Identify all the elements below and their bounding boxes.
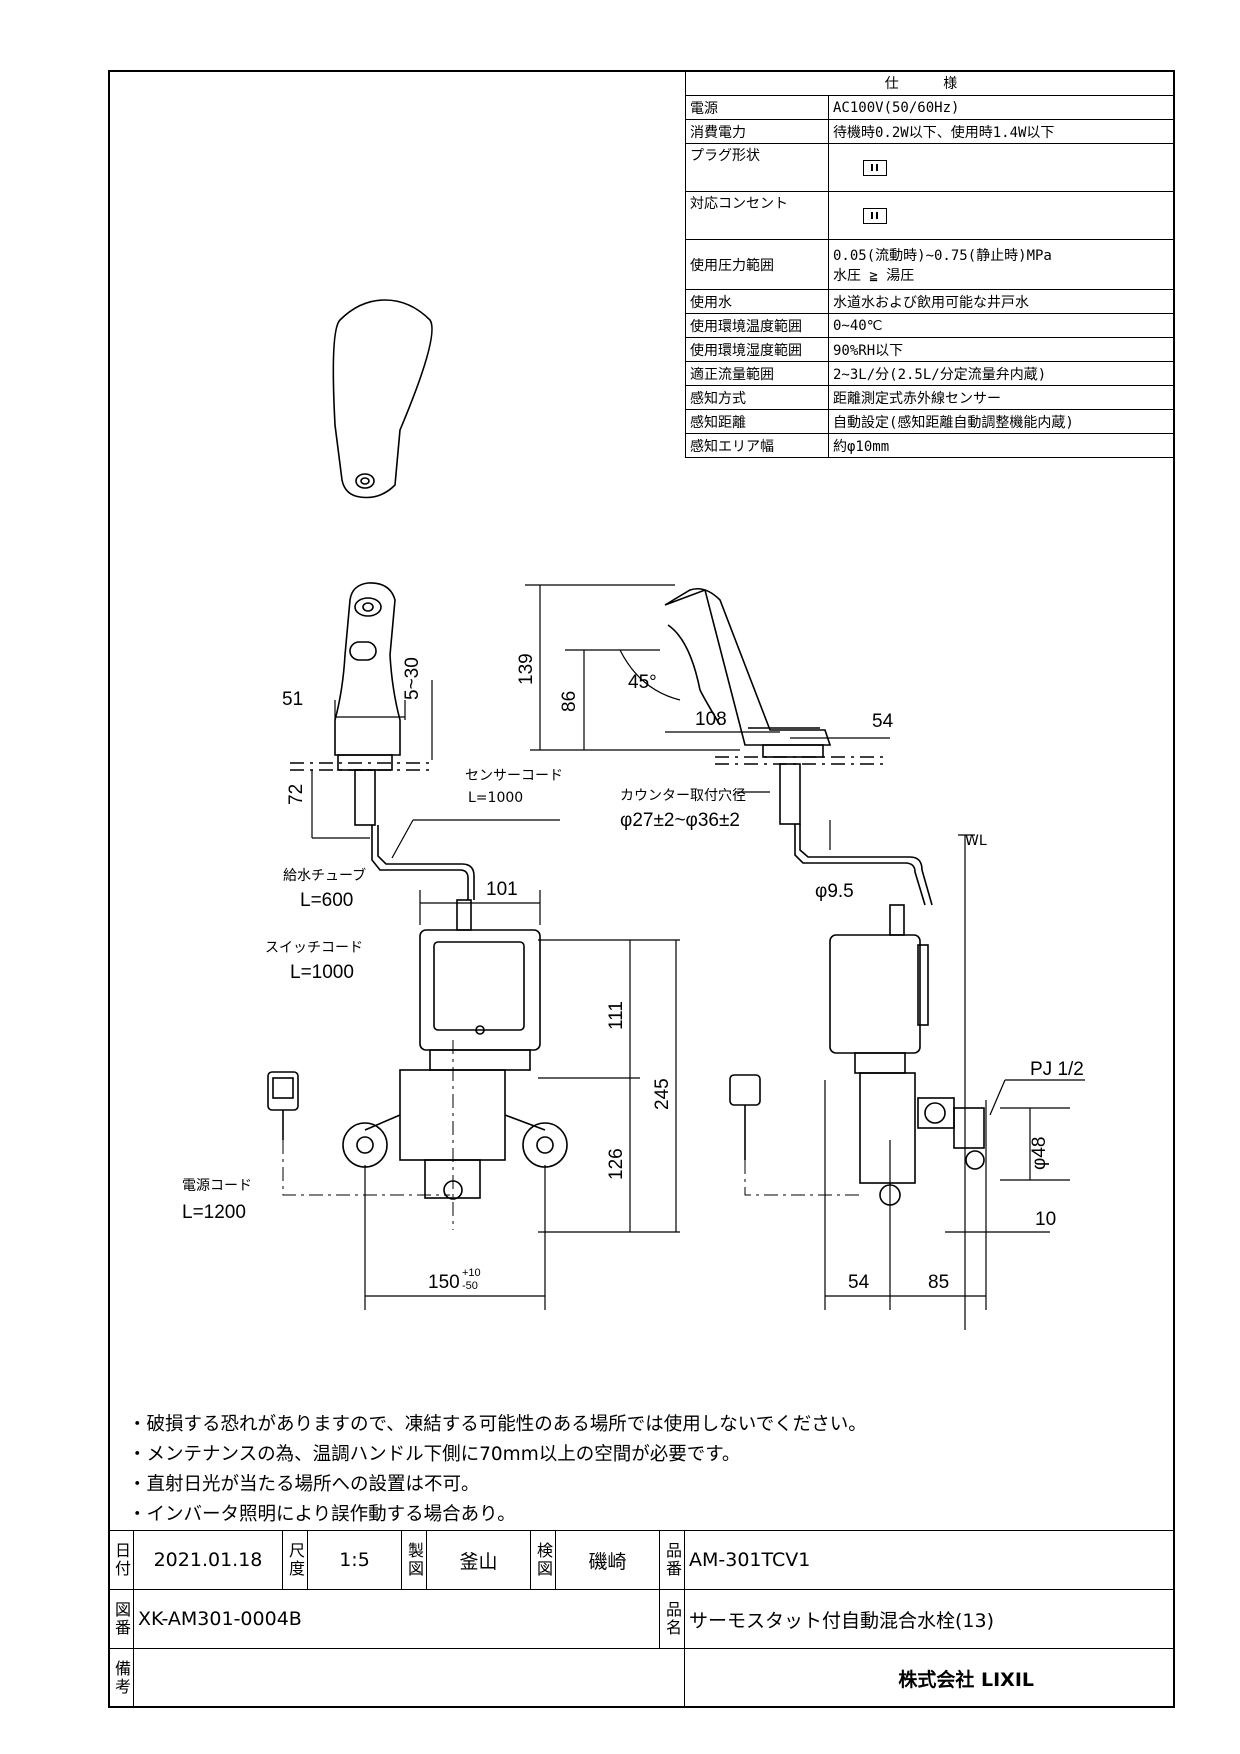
notes: ・破損する恐れがありますので、凍結する可能性のある場所では使用しないでください。… [128,1410,867,1530]
dim-86: 86 [559,691,580,712]
checked-value: 磯崎 [555,1530,660,1590]
note-line: ・破損する恐れがありますので、凍結する可能性のある場所では使用しないでください。 [128,1414,867,1435]
spec-key: 使用環境温度範囲 [685,313,829,338]
drawing-no-value: XK-AM301-0004B [133,1589,660,1649]
faucet-front-view [290,582,475,900]
dim-111: 111 [606,1001,627,1030]
dim-54-bottom: 54 [848,1272,870,1293]
spec-value: 水道水および飲用可能な井戸水 [828,289,1175,314]
faucet-top-view [332,299,433,499]
product-name-value: サーモスタット付自動混合水栓(13) [684,1589,1175,1649]
plug-shape-icon [863,159,887,176]
pj-label: PJ 1/2 [1030,1059,1084,1080]
dim-245: 245 [652,1078,673,1110]
dim-54-top: 54 [872,711,894,732]
checked-label: 検図 [530,1530,556,1590]
product-no-label: 品番 [659,1530,685,1590]
company-name: 株式会社 LIXIL [684,1648,1175,1708]
dim-phi-9-5: φ9.5 [815,881,854,902]
drawn-label: 製図 [401,1530,427,1590]
spec-value: 距離測定式赤外線センサー [828,385,1175,410]
outlet-icon [863,207,887,224]
spec-key: 使用環境湿度範囲 [685,337,829,362]
power-code-label: 電源コード [182,1178,252,1194]
note-line: ・直射日光が当たる場所への設置は不可。 [128,1474,480,1495]
control-box-front [342,899,568,1230]
control-box-side [729,904,985,1206]
spec-value: 0.05(流動時)~0.75(静止時)MPa 水圧 ≧ 湯圧 [828,239,1175,290]
sensor-code-length: L=1000 [468,790,523,806]
drawn-value: 釜山 [426,1530,531,1590]
dim-150-tol-minus: -50 [462,1280,478,1292]
dim-150: 150 [428,1272,460,1293]
remarks-value [133,1648,685,1708]
water-tube-label: 給水チューブ [283,867,366,884]
technical-drawing: 51 5~30 72 139 86 45° 108 54 101 111 245… [182,299,1085,1330]
plug-shape-cell [828,143,1175,192]
dim-45: 45° [628,672,657,693]
counter-hole-label: カウンター取付穴径 [620,788,746,804]
side-overall-dimensions [824,1079,1085,1310]
wl-label: WL [965,833,987,849]
remarks-label: 備考 [108,1648,134,1708]
dim-101: 101 [486,879,518,900]
front-overall-dimensions [364,890,680,1310]
dim-150-tol-plus: +10 [462,1267,481,1279]
switch-code-label: スイッチコード [265,940,363,956]
switch-code-length: L=1000 [290,962,354,983]
dim-10: 10 [1035,1209,1056,1230]
title-block: 日付 2021.01.18 尺度 1:5 製図 釜山 検図 磯崎 品番 AM-3… [108,1530,1175,1708]
dim-108: 108 [695,709,727,730]
spec-key: 感知方式 [685,385,829,410]
spec-key: 電源 [685,95,829,120]
power-code-length: L=1200 [182,1202,246,1223]
spec-key: 感知距離 [685,409,829,434]
pressure-note: 水圧 ≧ 湯圧 [833,267,915,284]
spec-key: 使用圧力範囲 [685,239,829,290]
spec-value: 0~40℃ [828,313,1175,338]
counter-hole-dim: φ27±2~φ36±2 [620,810,740,831]
dim-72: 72 [286,784,307,805]
date-label: 日付 [108,1530,134,1590]
spec-value: 約φ10mm [828,433,1175,458]
spec-key: プラグ形状 [685,143,829,192]
dim-51: 51 [282,689,303,710]
front-dimensions [311,680,560,859]
water-tube-length: L=600 [300,890,353,911]
power-plug-drawing [267,1071,450,1196]
dim-85: 85 [928,1272,949,1293]
scale-label: 尺度 [282,1530,308,1590]
dim-126: 126 [606,1148,627,1180]
pressure-range: 0.05(流動時)~0.75(静止時)MPa [833,247,1052,264]
dim-phi-48: φ48 [1029,1137,1050,1170]
spec-value: AC100V(50/60Hz) [828,95,1175,120]
drawing-no-label: 図番 [108,1589,134,1649]
scale-value: 1:5 [307,1530,402,1590]
spec-value: 自動設定(感知距離自動調整機能内蔵) [828,409,1175,434]
product-no-value: AM-301TCV1 [684,1530,1175,1590]
dim-5-30: 5~30 [402,657,423,700]
product-name-label: 品名 [659,1589,685,1649]
side-dimensions [525,584,975,1330]
dim-139: 139 [516,653,537,685]
sensor-code-label: センサーコード [465,768,563,784]
spec-key: 対応コンセント [685,191,829,240]
faucet-side-view [664,587,933,906]
note-line: ・インバータ照明により誤作動する場合あり。 [128,1504,516,1525]
note-line: ・メンテナンスの為、温調ハンドル下側に70mm以上の空間が必要です。 [128,1444,741,1465]
date-value: 2021.01.18 [133,1530,283,1590]
